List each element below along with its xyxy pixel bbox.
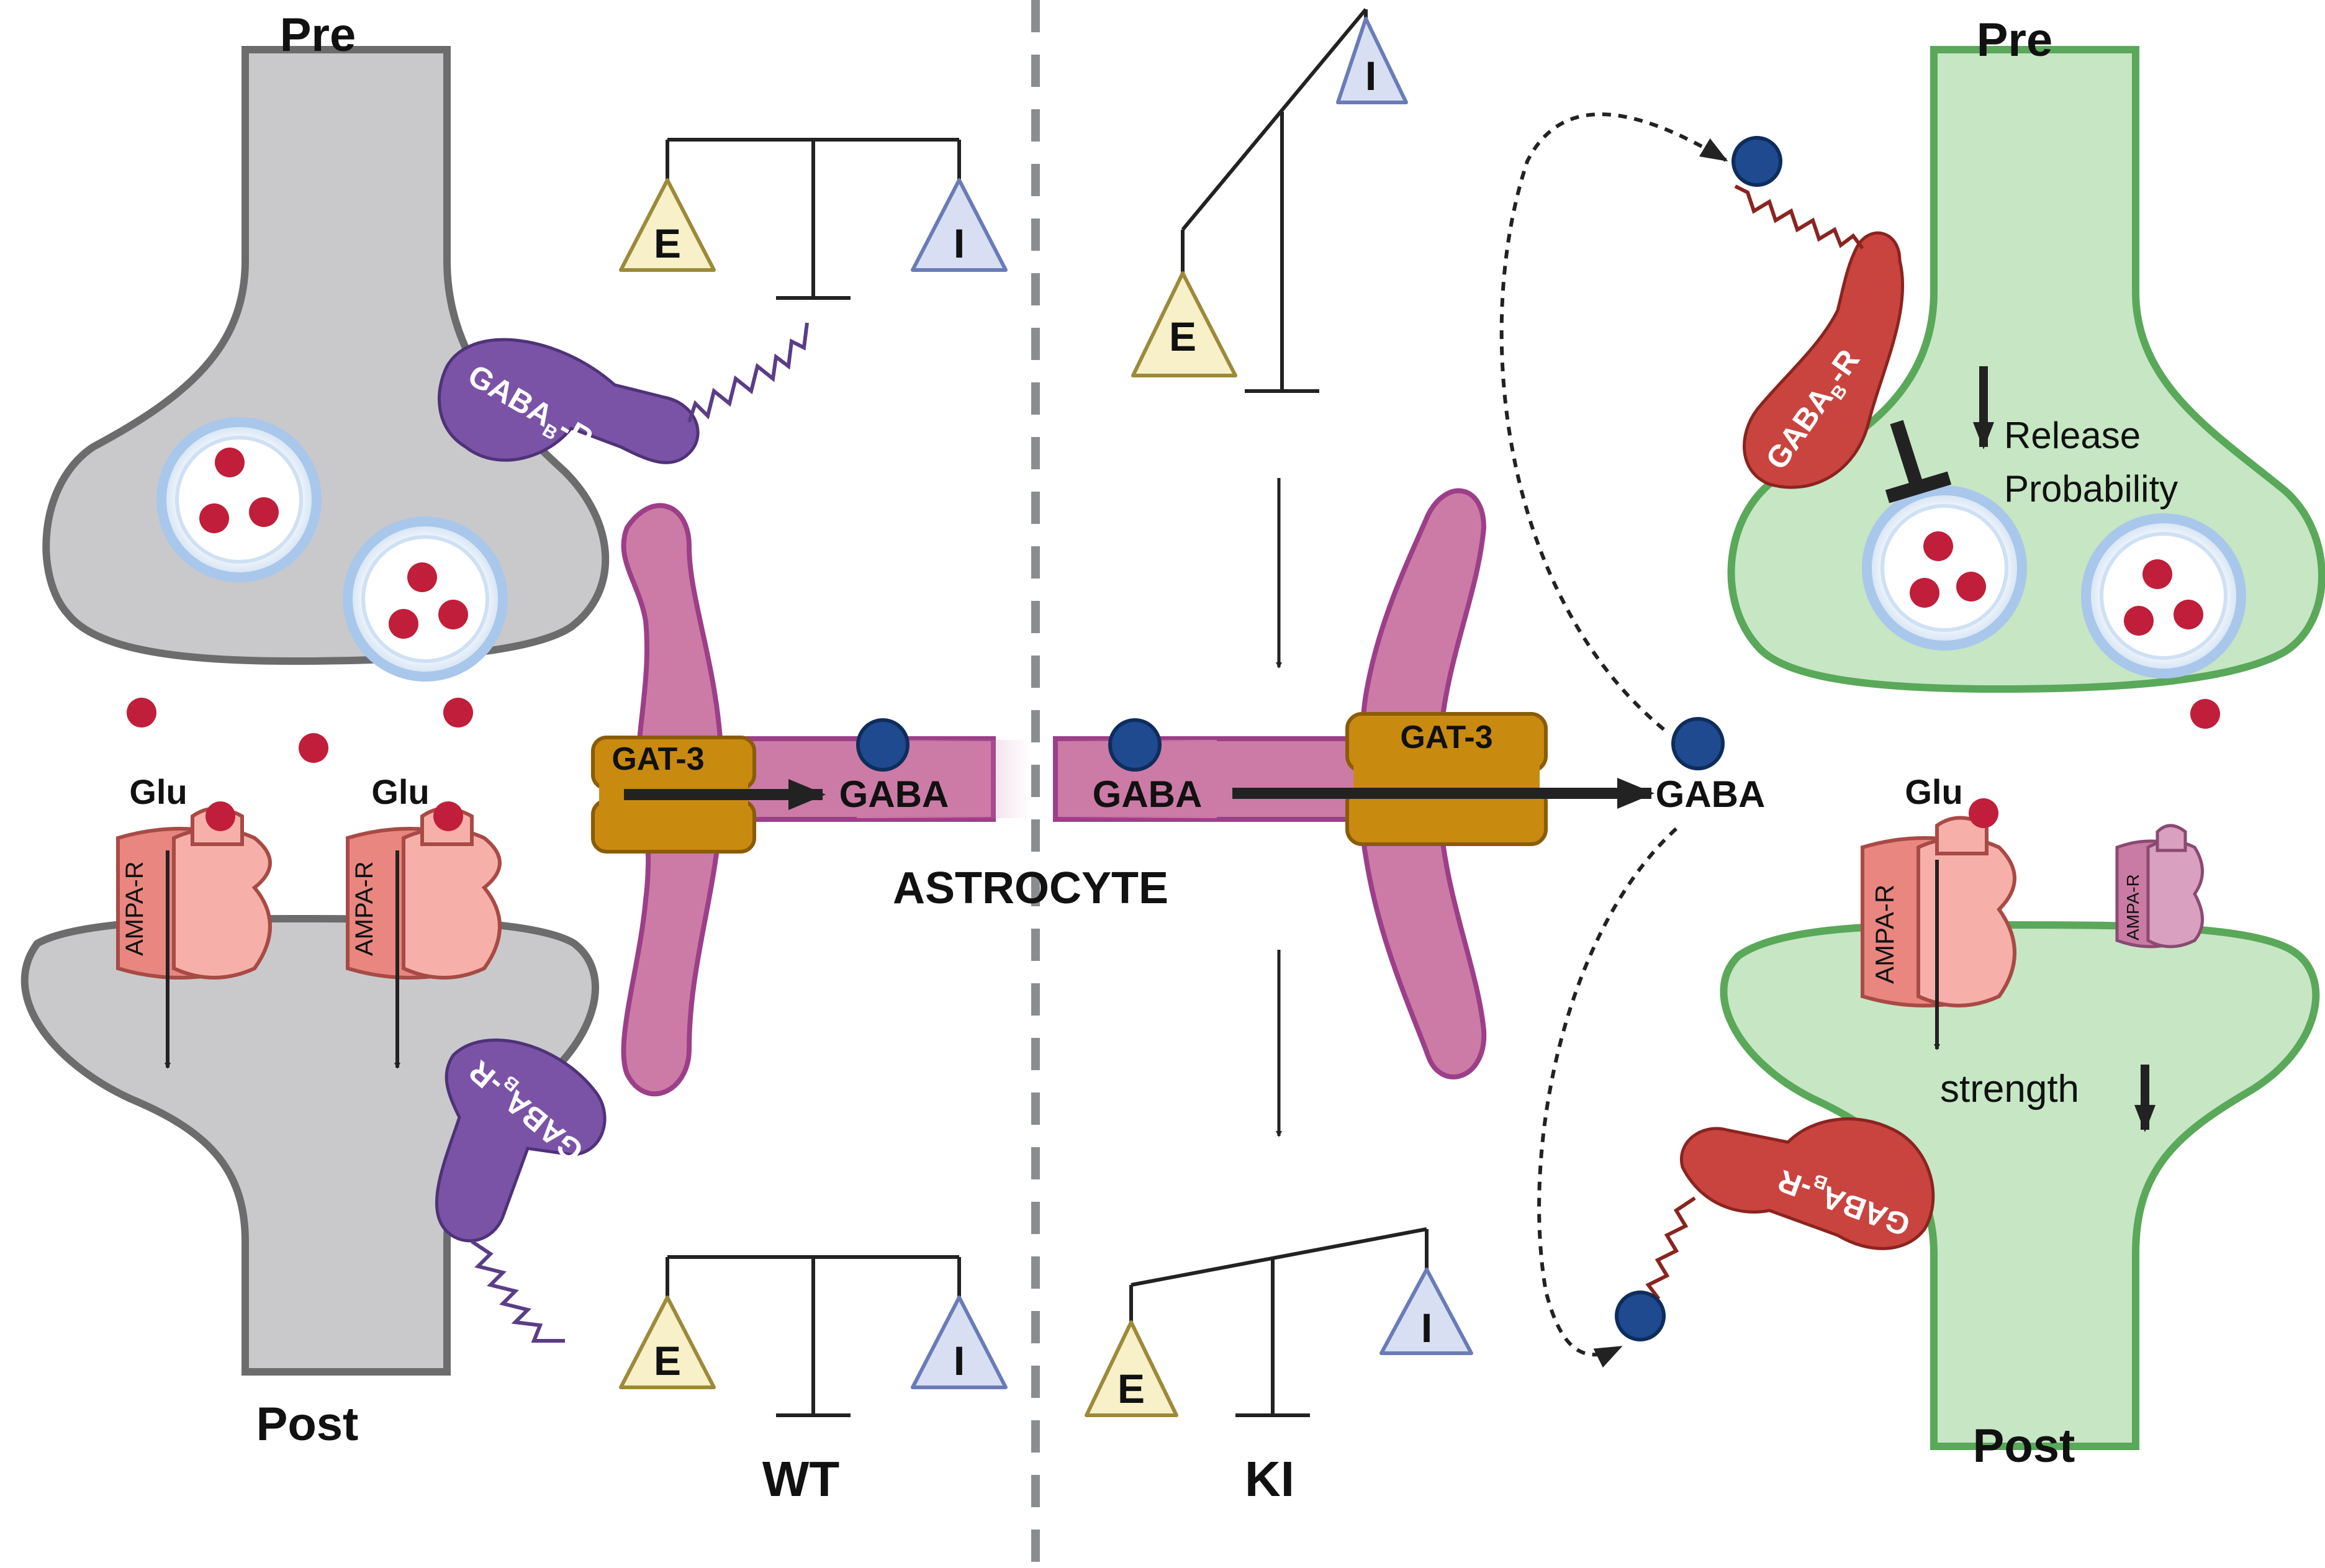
inhibition-label: I xyxy=(1421,1305,1432,1351)
ki-label: KI xyxy=(1245,1451,1294,1507)
ei-balance-ki-bottom: E I xyxy=(1085,1227,1473,1417)
wt-label: WT xyxy=(762,1451,840,1507)
inhibition-label: I xyxy=(954,220,965,266)
inhibition-label: I xyxy=(1365,53,1376,99)
ampa-receptor-small: AMPA-R xyxy=(2115,824,2204,948)
vesicle xyxy=(156,417,322,582)
glu-label: Glu xyxy=(129,772,187,811)
ampa-label: AMPA-R xyxy=(2123,874,2142,940)
ampa-receptor: AMPA-R xyxy=(1861,816,2016,1050)
gaba-molecule xyxy=(856,718,910,772)
right-pre-label: Pre xyxy=(1977,14,2053,66)
release-probability-label: Release xyxy=(2004,415,2141,456)
ei-balance-wt-top: E I xyxy=(619,138,1008,300)
gabab-receptor: GABAB-R xyxy=(435,1039,607,1343)
ei-balance-wt-bottom: E I xyxy=(619,1255,1008,1417)
gat3-label: GAT-3 xyxy=(1400,719,1492,755)
glutamate-molecule xyxy=(2190,699,2220,729)
right-post-label: Post xyxy=(1973,1420,2075,1472)
glu-label: Glu xyxy=(1905,772,1962,811)
release-probability-label-2: Probability xyxy=(2004,468,2178,510)
gaba-label: GABA xyxy=(1093,773,1203,815)
gaba-label: GABA xyxy=(839,773,949,815)
gabab-receptor: GABAB-R xyxy=(438,322,809,464)
gat3-transporter-right: GAT-3 xyxy=(1345,712,1548,846)
glutamate-molecule xyxy=(205,801,235,831)
gaba-label: GABA xyxy=(1656,773,1766,815)
left-post-label: Post xyxy=(256,1398,359,1451)
gaba-molecule xyxy=(1671,717,1725,770)
glu-label: Glu xyxy=(371,772,429,811)
gaba-molecule xyxy=(1731,136,1782,187)
vesicle xyxy=(343,516,508,682)
ampa-label: AMPA-R xyxy=(351,861,378,956)
ei-balance-ki-top: E I xyxy=(1131,8,1408,393)
gabab-receptor: GABAB-R xyxy=(1734,184,1905,489)
vesicle xyxy=(2081,513,2246,678)
astrocyte-label: ASTROCYTE xyxy=(893,863,1168,913)
ampa-receptor: AMPA-R xyxy=(346,806,502,1069)
gaba-spillover-arrow-down xyxy=(1537,827,1678,1368)
glutamate-molecule xyxy=(433,801,463,831)
left-pre-label: Pre xyxy=(280,9,356,61)
ampa-receptor: AMPA-R xyxy=(116,806,272,1069)
ampa-label: AMPA-R xyxy=(1870,885,1899,984)
gaba-molecule xyxy=(1108,718,1162,772)
gaba-molecule xyxy=(1615,1291,1666,1341)
glutamate-molecule xyxy=(1969,798,1998,828)
inhibition-arrow xyxy=(1890,420,1925,493)
gat3-label: GAT-3 xyxy=(612,741,704,777)
excitation-label: E xyxy=(654,220,681,266)
gaba-spillover-arrow-up xyxy=(1499,112,1728,731)
gabab-receptor: GABAB-R xyxy=(1641,1117,1935,1309)
excitation-label: E xyxy=(1169,313,1196,359)
inhibition-label: I xyxy=(954,1338,965,1384)
ampa-label: AMPA-R xyxy=(121,861,148,956)
glutamate-molecule xyxy=(299,733,328,763)
excitation-label: E xyxy=(1117,1366,1145,1412)
glutamate-molecule xyxy=(127,698,156,728)
excitation-label: E xyxy=(654,1338,681,1384)
strength-label: strength xyxy=(1940,1068,2079,1111)
glutamate-molecule xyxy=(443,698,473,728)
vesicle xyxy=(1862,485,2027,651)
